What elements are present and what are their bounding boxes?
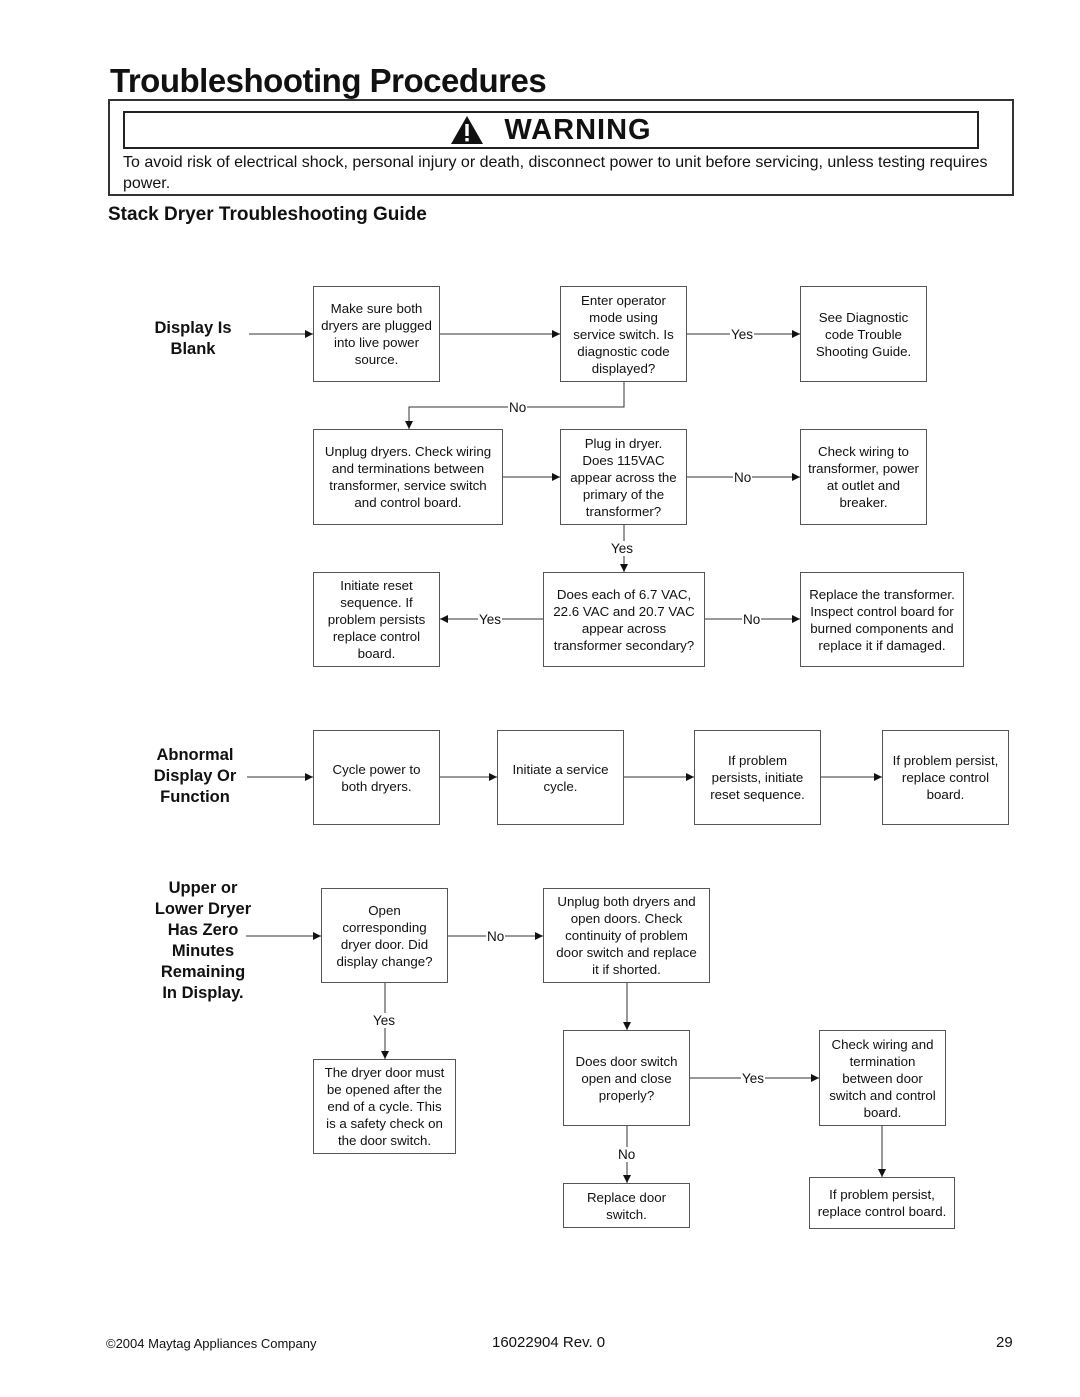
box-door-switch-decision: Does door switch open and close properly… bbox=[563, 1030, 690, 1126]
box-open-door-decision: Open corresponding dryer door. Did displ… bbox=[321, 888, 448, 983]
category-zero-minutes: Upper or Lower Dryer Has Zero Minutes Re… bbox=[154, 879, 252, 1002]
box-initiate-service-cycle: Initiate a service cycle. bbox=[497, 730, 624, 825]
category-display-blank: Display Is Blank bbox=[154, 319, 232, 358]
label-no: No bbox=[617, 1147, 637, 1162]
box-unplug-check-wiring: Unplug dryers. Check wiring and terminat… bbox=[313, 429, 503, 525]
box-operator-mode-decision: Enter operator mode using service switch… bbox=[560, 286, 687, 382]
box-cycle-power: Cycle power to both dryers. bbox=[313, 730, 440, 825]
footer-page-number: 29 bbox=[996, 1334, 1013, 1351]
warning-panel bbox=[108, 99, 1014, 196]
box-replace-control-board: If problem persist, replace control boar… bbox=[882, 730, 1009, 825]
warning-banner: WARNING bbox=[123, 111, 979, 149]
label-no: No bbox=[486, 929, 506, 944]
footer-copyright: ©2004 Maytag Appliances Company bbox=[106, 1336, 317, 1351]
box-115vac-decision: Plug in dryer. Does 115VAC appear across… bbox=[560, 429, 687, 525]
box-door-safety-note: The dryer door must be opened after the … bbox=[313, 1059, 456, 1154]
box-replace-control-board-final: If problem persist, replace control boar… bbox=[809, 1177, 955, 1229]
box-replace-door-switch: Replace door switch. bbox=[563, 1183, 690, 1228]
box-check-door-switch-continuity: Unplug both dryers and open doors. Check… bbox=[543, 888, 710, 983]
label-yes: Yes bbox=[730, 327, 755, 342]
box-see-diagnostic-guide: See Diagnostic code Trouble Shooting Gui… bbox=[800, 286, 927, 382]
box-check-wiring-transformer: Check wiring to transformer, power at ou… bbox=[800, 429, 927, 525]
box-check-door-wiring: Check wiring and termination between doo… bbox=[819, 1030, 946, 1126]
label-no: No bbox=[742, 612, 762, 627]
label-yes: Yes bbox=[478, 612, 503, 627]
warning-heading: WARNING bbox=[504, 113, 652, 146]
warning-text: To avoid risk of electrical shock, perso… bbox=[123, 154, 988, 192]
box-initiate-reset: Initiate reset sequence. If problem pers… bbox=[313, 572, 440, 667]
box-replace-transformer: Replace the transformer. Inspect control… bbox=[800, 572, 964, 667]
box-initiate-reset-sequence: If problem persists, initiate reset sequ… bbox=[694, 730, 821, 825]
page-title: Troubleshooting Procedures bbox=[110, 62, 547, 99]
label-yes: Yes bbox=[610, 541, 635, 556]
footer-doc-number: 16022904 Rev. 0 bbox=[492, 1334, 606, 1351]
box-secondary-voltage-decision: Does each of 6.7 VAC, 22.6 VAC and 20.7 … bbox=[543, 572, 705, 667]
label-yes: Yes bbox=[372, 1013, 397, 1028]
box-check-power-plugged: Make sure both dryers are plugged into l… bbox=[313, 286, 440, 382]
section-title: Stack Dryer Troubleshooting Guide bbox=[108, 204, 427, 225]
label-no: No bbox=[733, 470, 753, 485]
warning-triangle-icon bbox=[451, 116, 484, 144]
label-yes: Yes bbox=[741, 1071, 766, 1086]
category-abnormal-display: Abnormal Display Or Function bbox=[153, 746, 237, 806]
label-no: No bbox=[508, 400, 528, 415]
